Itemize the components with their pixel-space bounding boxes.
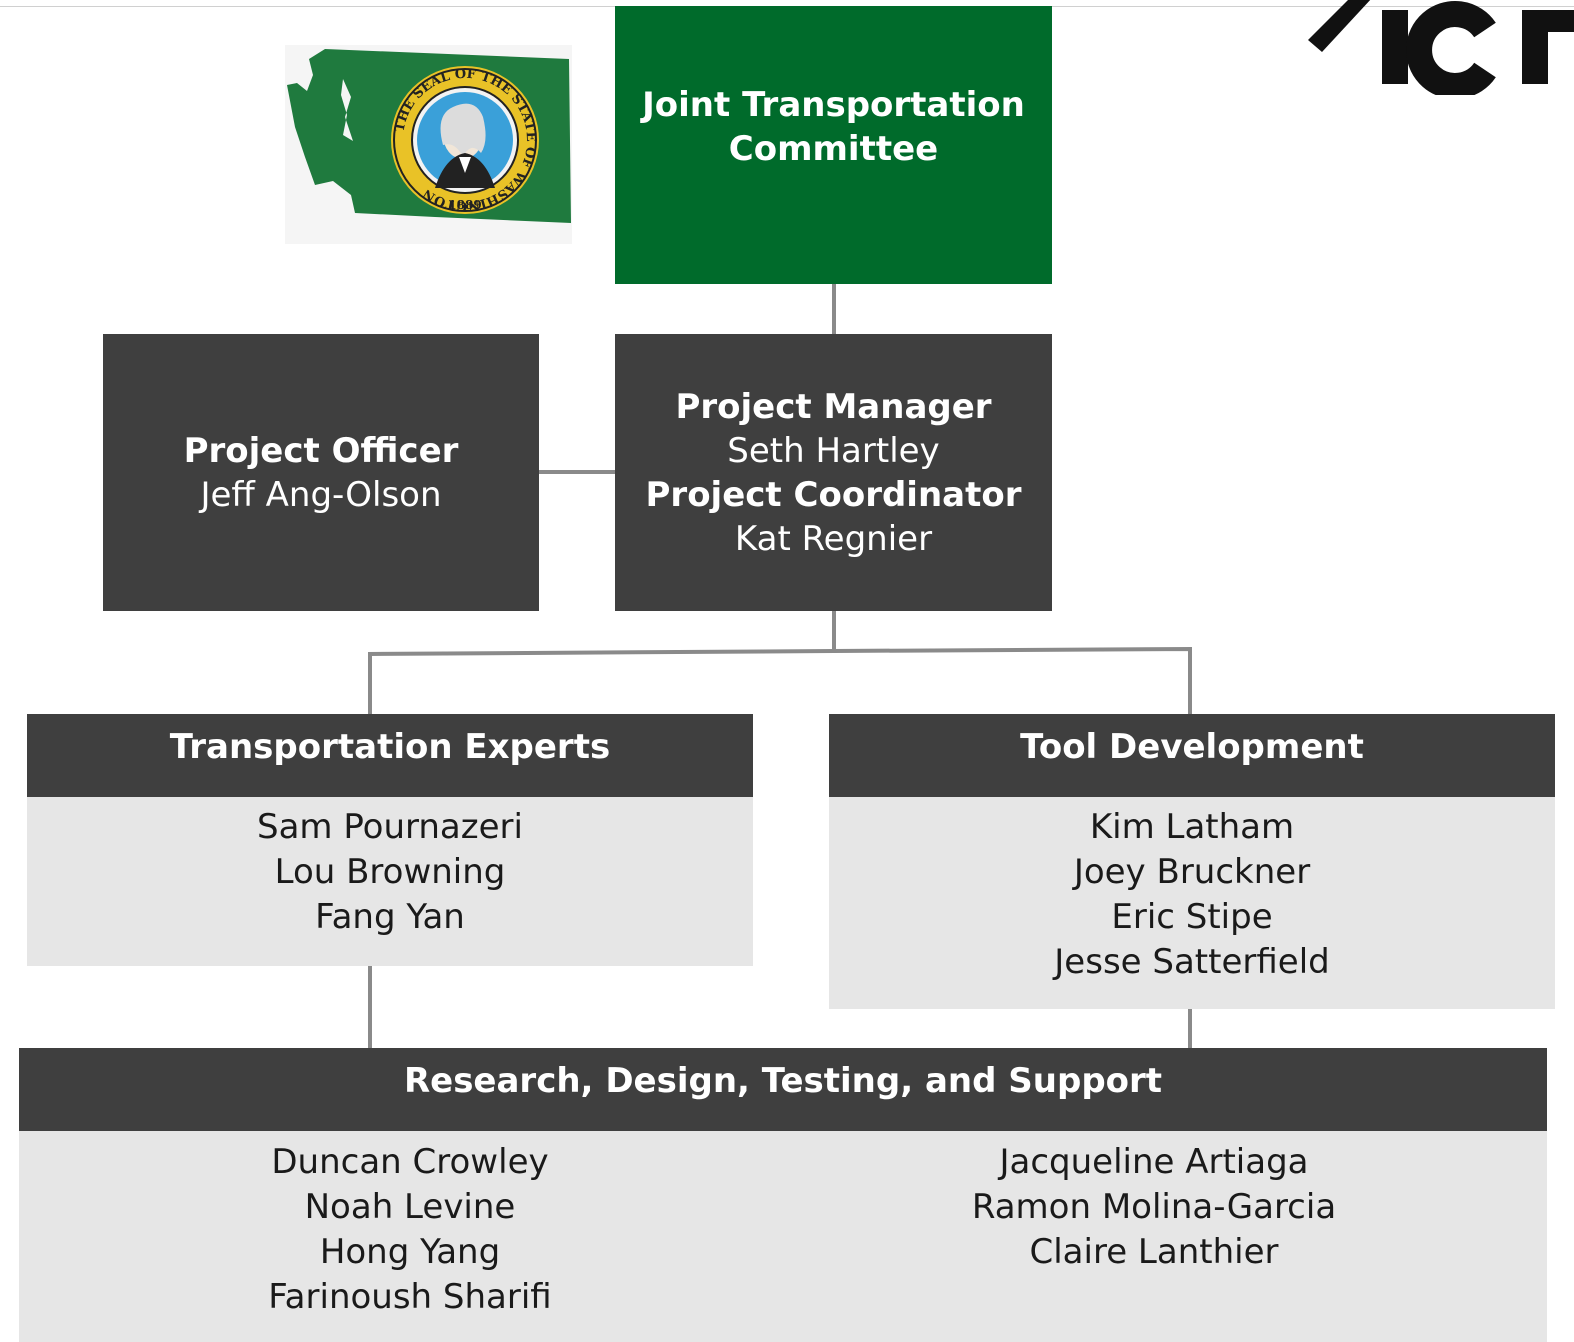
committee-title-line2: Committee <box>728 129 939 169</box>
team-member: Eric Stipe <box>1111 897 1273 937</box>
tool-development-header: Tool Development <box>829 714 1555 797</box>
project-officer-box: Project Officer Jeff Ang-Olson <box>103 334 539 611</box>
team-member: Fang Yan <box>315 897 465 937</box>
washington-state-seal-map: THE SEAL OF THE STATE OF WASHINGTON 1889 <box>285 45 572 244</box>
project-officer-title: Project Officer <box>183 430 459 471</box>
research-support-panel: Duncan Crowley Noah Levine Hong Yang Far… <box>19 1131 1547 1342</box>
team-member: Hong Yang <box>319 1232 501 1272</box>
transportation-experts-panel: Sam Pournazeri Lou Browning Fang Yan <box>27 797 753 966</box>
team-member: Kim Latham <box>1089 807 1295 847</box>
icf-logo <box>1300 0 1574 95</box>
transportation-experts-title: Transportation Experts <box>169 726 611 767</box>
research-support-title: Research, Design, Testing, and Support <box>403 1060 1163 1101</box>
transportation-experts-header: Transportation Experts <box>27 714 753 797</box>
team-member: Duncan Crowley <box>271 1142 549 1182</box>
team-member: Jesse Satterfield <box>1054 942 1330 982</box>
research-support-header: Research, Design, Testing, and Support <box>19 1048 1547 1131</box>
project-officer-name: Jeff Ang-Olson <box>200 474 442 515</box>
project-manager-title: Project Manager <box>675 386 992 427</box>
project-manager-box: Project Manager Seth Hartley Project Coo… <box>615 334 1052 611</box>
connector-branch-bar <box>368 646 1192 714</box>
team-member: Jacqueline Artiaga <box>999 1142 1309 1182</box>
project-manager-name: Seth Hartley <box>727 430 940 471</box>
joint-transportation-committee-box: Joint Transportation Committee <box>615 6 1052 284</box>
project-coordinator-title: Project Coordinator <box>645 474 1022 515</box>
team-member: Noah Levine <box>304 1187 516 1227</box>
tool-development-title: Tool Development <box>1020 726 1364 767</box>
research-support-left-column: Duncan Crowley Noah Levine Hong Yang Far… <box>19 1140 801 1320</box>
team-member: Lou Browning <box>274 852 506 892</box>
team-member: Joey Bruckner <box>1073 852 1311 892</box>
washington-map-icon: THE SEAL OF THE STATE OF WASHINGTON 1889 <box>287 49 571 223</box>
icf-logo-mark <box>1308 0 1574 95</box>
committee-title-line1: Joint Transportation <box>642 85 1025 125</box>
team-member: Sam Pournazeri <box>257 807 523 847</box>
project-coordinator-name: Kat Regnier <box>734 518 933 559</box>
team-member: Farinoush Sharifi <box>268 1277 552 1317</box>
seal-year: 1889 <box>448 198 481 212</box>
research-support-right-column: Jacqueline Artiaga Ramon Molina-Garcia C… <box>754 1140 1554 1275</box>
tool-development-panel: Kim Latham Joey Bruckner Eric Stipe Jess… <box>829 797 1555 1009</box>
team-member: Ramon Molina-Garcia <box>971 1187 1337 1227</box>
team-member: Claire Lanthier <box>1029 1232 1279 1272</box>
